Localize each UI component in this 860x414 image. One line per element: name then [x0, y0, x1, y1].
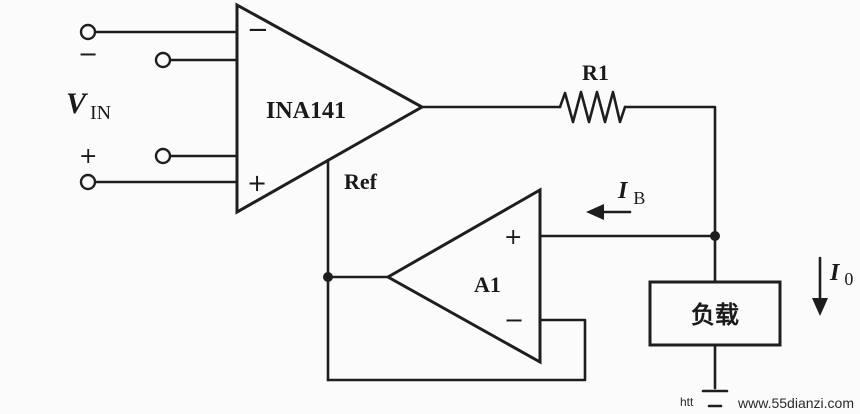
wire-r1-to-load — [623, 105, 717, 284]
ina141-label: INA141 — [266, 98, 346, 124]
wire-a1-feedback — [326, 318, 587, 382]
io-subscript: 0 — [844, 269, 853, 289]
a1-label: A1 — [474, 272, 501, 297]
input-plus-label: + — [79, 144, 97, 169]
io-arrow — [812, 256, 828, 316]
input-terminal-minus-outer — [79, 23, 97, 41]
ib-label: I B — [617, 178, 645, 208]
load-label: 负载 — [691, 301, 739, 329]
io-label: I 0 — [829, 260, 853, 289]
vin-subscript: IN — [90, 102, 111, 124]
watermark: www.55dianzi.com — [737, 395, 854, 411]
ground-symbol — [701, 389, 729, 408]
input-terminal-minus-inner — [154, 51, 172, 69]
load-box — [648, 280, 782, 347]
ib-subscript: B — [633, 188, 645, 208]
vin-symbol: V — [66, 87, 89, 120]
a1-amplifier — [384, 187, 542, 365]
vin-label: V IN — [66, 87, 111, 124]
watermark-prefix: htt — [680, 395, 694, 409]
io-symbol: I — [829, 260, 841, 286]
input-wiring — [79, 23, 239, 191]
junction-node-ref — [323, 272, 333, 282]
ref-label: Ref — [344, 169, 378, 194]
input-minus-label: − — [78, 40, 98, 68]
ina141-plus-label: + — [247, 169, 267, 197]
ib-arrow — [586, 204, 632, 220]
ina141-minus-label: − — [247, 15, 269, 45]
input-terminal-plus-outer — [79, 173, 97, 191]
ina141-amplifier — [235, 2, 426, 215]
resistor-r1 — [558, 90, 627, 124]
input-terminal-plus-inner — [154, 147, 172, 165]
a1-plus-label: + — [504, 225, 522, 250]
a1-minus-label: − — [504, 306, 524, 334]
r1-label: R1 — [582, 60, 609, 85]
ib-symbol: I — [617, 178, 629, 204]
